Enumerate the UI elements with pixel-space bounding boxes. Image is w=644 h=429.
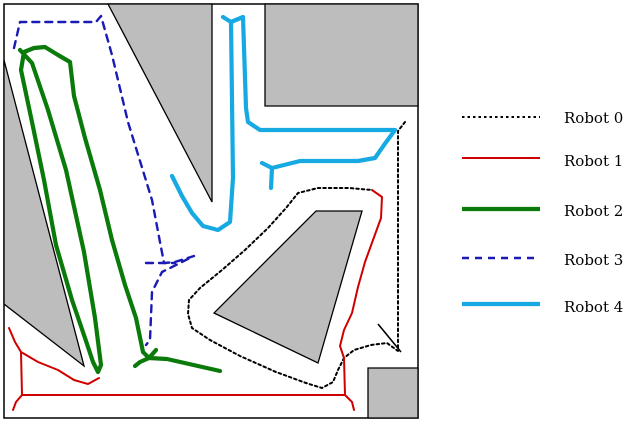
obstacle-top-right <box>264 3 419 107</box>
robot-2-path <box>17 44 223 375</box>
legend-item-robot-2: Robot 2 <box>462 202 623 220</box>
obstacle-left-wedge <box>3 59 86 368</box>
obstacle-bottom-right <box>367 367 419 419</box>
legend: Robot 0 Robot 1 Robot 2 Robot 3 Robot 4 <box>462 109 623 316</box>
legend-item-robot-3: Robot 3 <box>462 251 623 269</box>
obstacle-top-diagonal <box>106 3 213 203</box>
legend-item-robot-1: Robot 1 <box>462 152 623 170</box>
legend-label-robot-4: Robot 4 <box>564 298 623 316</box>
obstacle-center-quad <box>212 210 363 364</box>
legend-label-robot-0: Robot 0 <box>564 109 623 127</box>
robot-0-path <box>187 121 406 389</box>
legend-label-robot-1: Robot 1 <box>564 152 623 170</box>
legend-label-robot-2: Robot 2 <box>564 202 623 220</box>
legend-label-robot-3: Robot 3 <box>564 251 623 269</box>
robot-3-path <box>12 14 196 347</box>
legend-item-robot-0: Robot 0 <box>462 109 623 127</box>
robot-1-path <box>8 189 383 411</box>
robot-4-path <box>169 14 398 233</box>
legend-item-robot-4: Robot 4 <box>462 298 623 316</box>
